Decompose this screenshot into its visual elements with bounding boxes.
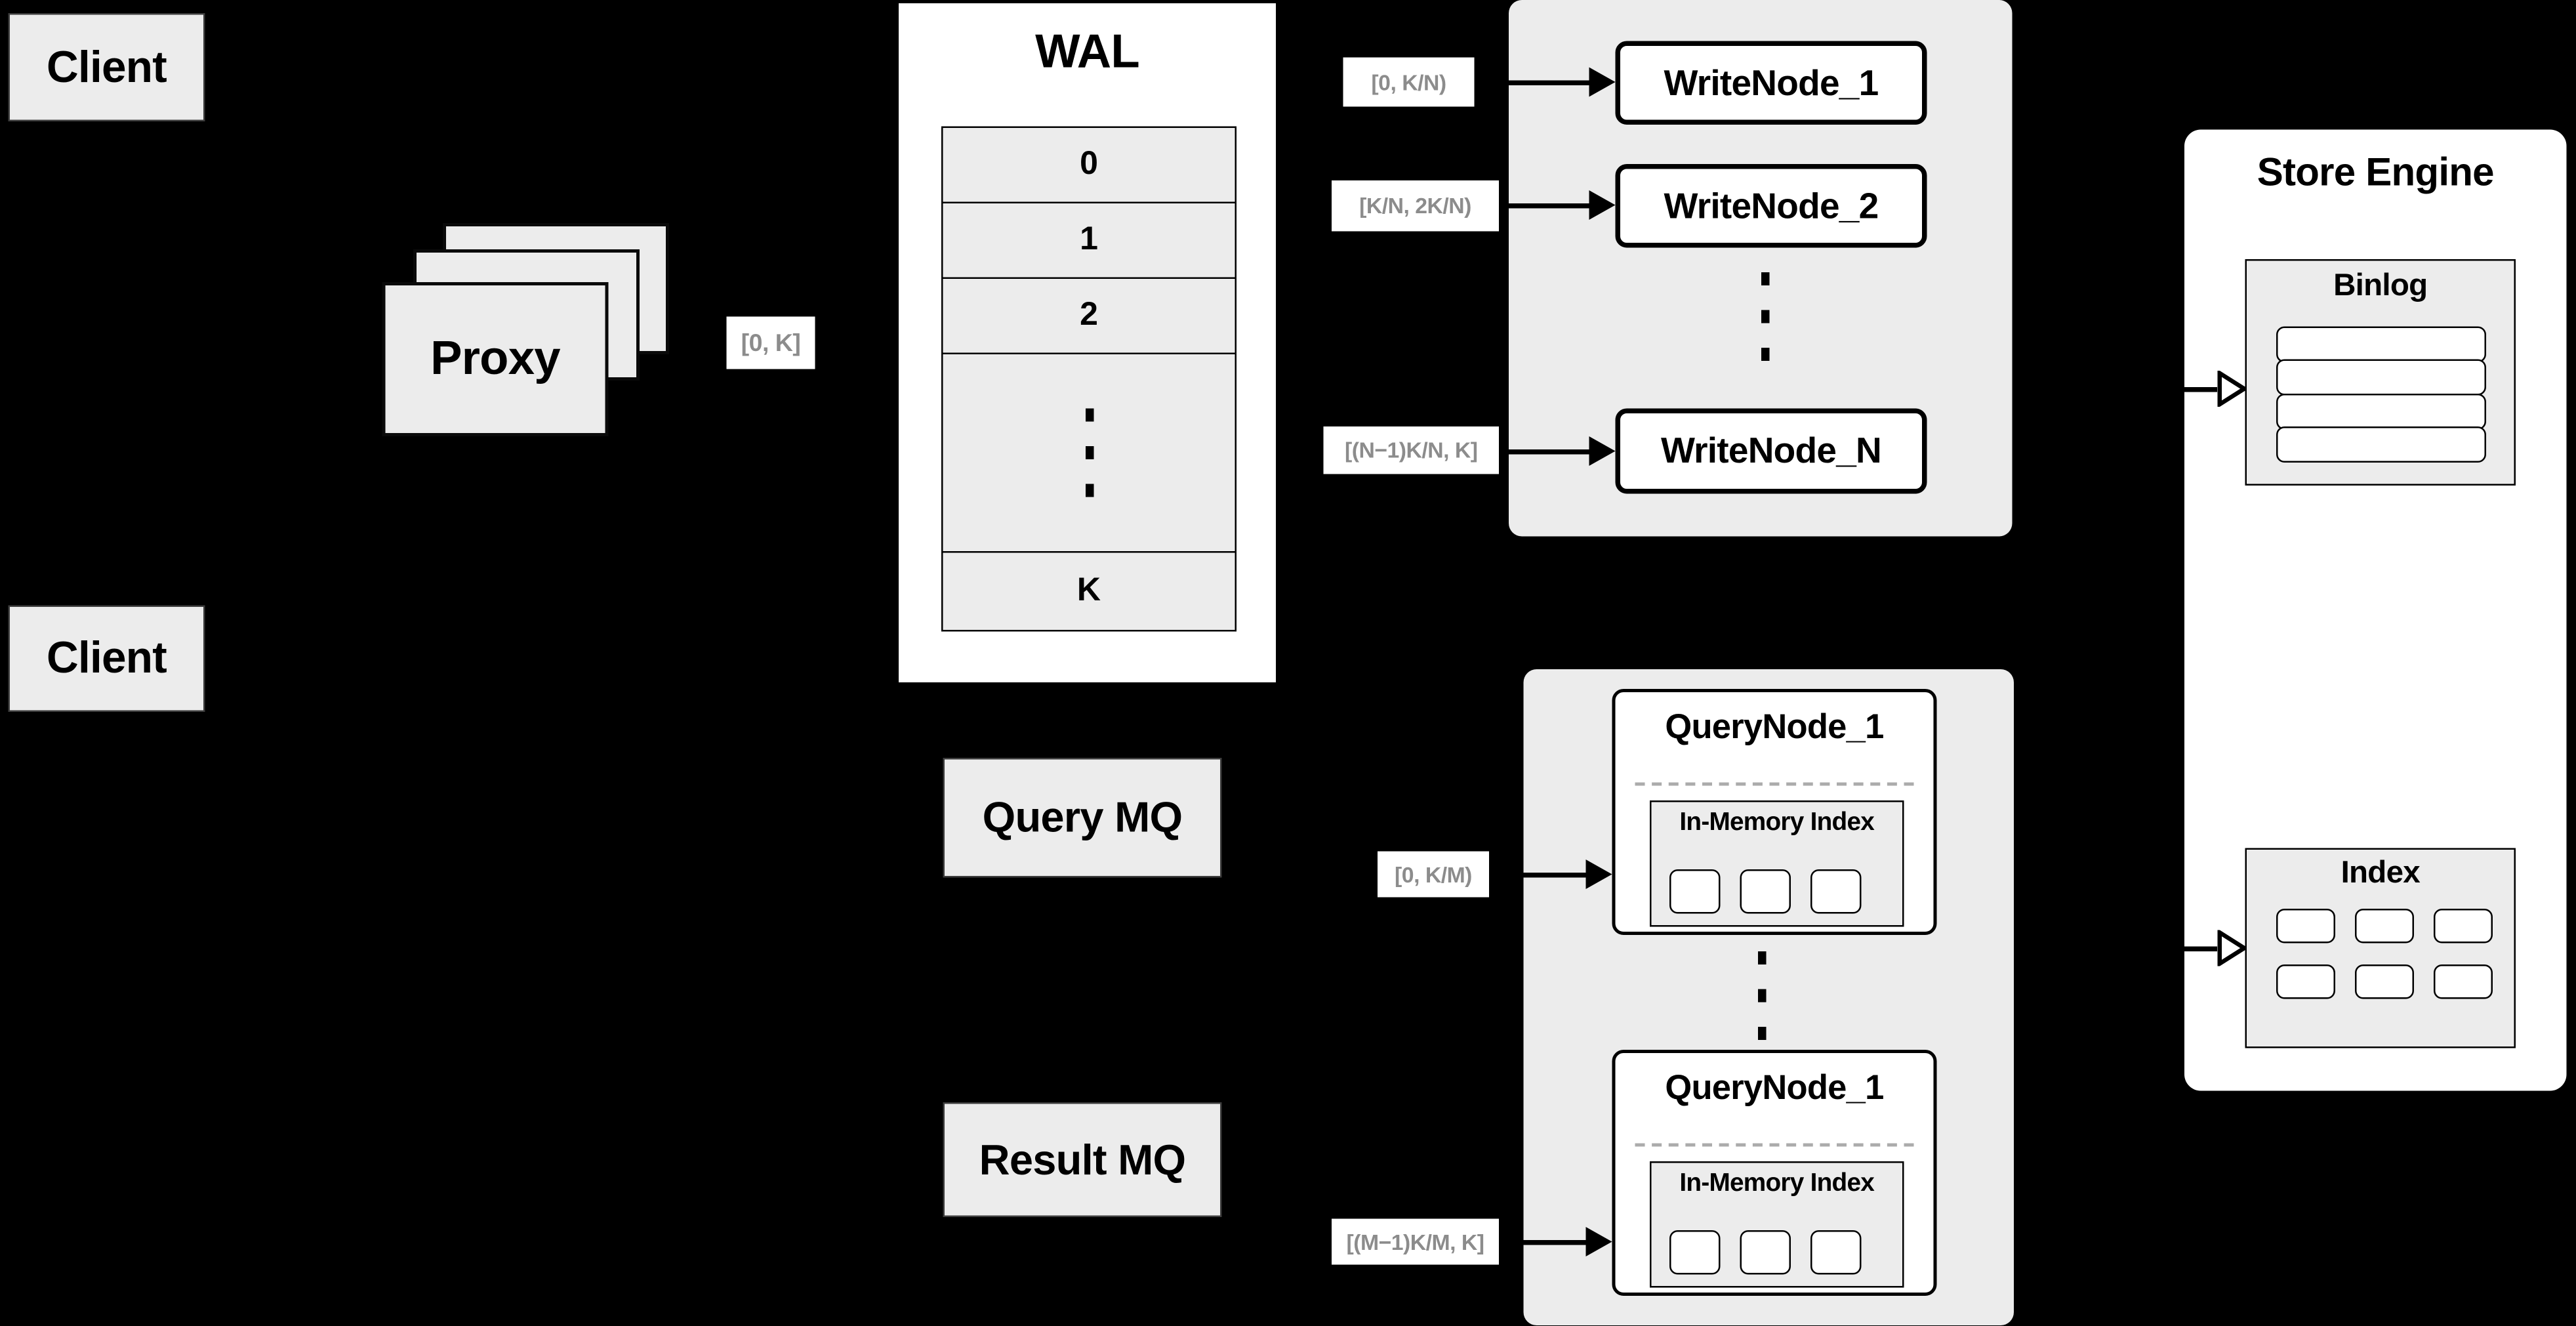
store-engine-panel: Store Engine Binlog Index xyxy=(2184,129,2567,1091)
vertical-ellipsis-icon xyxy=(1761,272,1770,361)
writenode-n-box: WriteNode_N xyxy=(1615,408,1927,494)
index-cell xyxy=(2355,964,2414,999)
hollow-arrowhead xyxy=(2217,371,2247,407)
index-cell xyxy=(2434,964,2493,999)
in-memory-index-title: In-Memory Index xyxy=(1679,808,1875,837)
binlog-row xyxy=(2276,326,2486,363)
segment-chip xyxy=(1669,869,1721,914)
dashed-divider xyxy=(1635,782,1914,786)
index-cell xyxy=(2434,909,2493,943)
query-mq-box: Query MQ xyxy=(943,758,1222,878)
segment-chip xyxy=(1740,869,1791,914)
index-title: Index xyxy=(2341,856,2421,891)
in-memory-index-title: In-Memory Index xyxy=(1679,1169,1875,1198)
range-label-proxy: [0, K] xyxy=(726,316,815,369)
hollow-arrow-right-icon xyxy=(2184,930,2247,966)
index-cell xyxy=(2276,909,2335,943)
wal-row: 0 xyxy=(943,128,1235,203)
store-engine-title: Store Engine xyxy=(2257,151,2495,196)
arrow-right-icon xyxy=(1523,1227,1612,1256)
client-box-bottom: Client xyxy=(8,605,205,712)
range-label-writenode-2: [K/N, 2K/N) xyxy=(1332,180,1499,232)
querynode-title: QueryNode_1 xyxy=(1665,709,1884,747)
arrow-right-icon xyxy=(1509,436,1616,466)
in-memory-index-box: In-Memory Index xyxy=(1650,1161,1904,1288)
index-box: Index xyxy=(2245,848,2516,1048)
range-label-writenode-n: [(N−1)K/N, K] xyxy=(1323,426,1499,474)
in-memory-index-box: In-Memory Index xyxy=(1650,800,1904,927)
wal-title: WAL xyxy=(1035,26,1140,79)
arrow-right-icon xyxy=(1509,190,1616,220)
hollow-arrow-right-icon xyxy=(2184,371,2247,407)
result-mq-box: Result MQ xyxy=(943,1102,1222,1217)
proxy-card-front: Proxy xyxy=(382,282,609,436)
wal-row: K xyxy=(943,552,1235,630)
vertical-ellipsis-icon xyxy=(1084,408,1094,497)
binlog-rows xyxy=(2276,326,2486,463)
index-cell xyxy=(2355,909,2414,943)
range-label-querynode-1: [0, K/M) xyxy=(1378,851,1489,898)
wal-table: 0 1 2 K xyxy=(941,126,1237,632)
proxy-label: Proxy xyxy=(430,332,561,385)
wal-row-ellipsis xyxy=(943,354,1235,553)
querynode-title: QueryNode_1 xyxy=(1665,1069,1884,1108)
arrow-right-icon xyxy=(1523,860,1612,889)
binlog-row xyxy=(2276,360,2486,396)
binlog-row xyxy=(2276,426,2486,463)
segment-chip xyxy=(1810,1230,1862,1275)
binlog-title: Binlog xyxy=(2333,269,2428,304)
segment-chip xyxy=(1669,1230,1721,1275)
writenode-2-box: WriteNode_2 xyxy=(1615,164,1927,248)
client-box-top: Client xyxy=(8,13,205,121)
hollow-arrowhead xyxy=(2217,930,2247,966)
writenode-1-box: WriteNode_1 xyxy=(1615,41,1927,125)
segment-chip xyxy=(1740,1230,1791,1275)
arrow-right-icon xyxy=(1509,67,1616,97)
range-label-writenode-1: [0, K/N) xyxy=(1343,57,1475,107)
client-label: Client xyxy=(46,41,167,91)
wal-panel: WAL 0 1 2 K xyxy=(895,0,1279,686)
range-label-querynode-2: [(M−1)K/M, K] xyxy=(1332,1218,1499,1265)
querynode-box-bottom: QueryNode_1 In-Memory Index xyxy=(1612,1050,1937,1296)
segment-chip xyxy=(1810,869,1862,914)
wal-row: 1 xyxy=(943,203,1235,279)
client-label: Client xyxy=(46,633,167,682)
wal-row: 2 xyxy=(943,279,1235,354)
binlog-row xyxy=(2276,393,2486,430)
binlog-box: Binlog xyxy=(2245,259,2516,486)
vertical-ellipsis-icon xyxy=(1758,951,1767,1040)
dashed-divider xyxy=(1635,1143,1914,1147)
querynode-box-top: QueryNode_1 In-Memory Index xyxy=(1612,689,1937,935)
index-cell xyxy=(2276,964,2335,999)
